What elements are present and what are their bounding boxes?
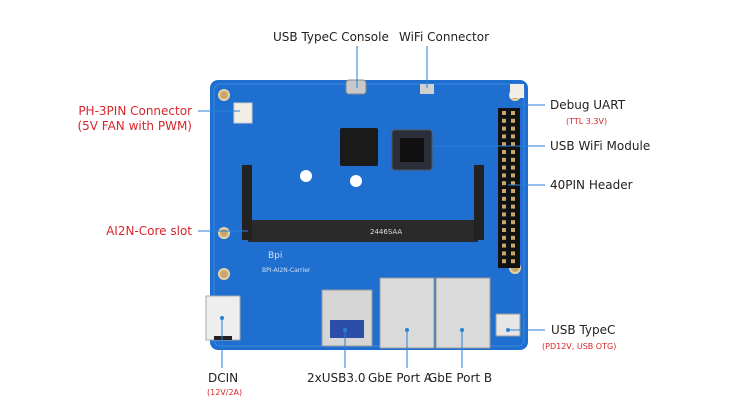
label-ph3pin-sub: (5V FAN with PWM): [77, 119, 192, 133]
header-pin: [511, 243, 515, 248]
label-dcin-sub: (12V/2A): [207, 388, 243, 397]
header-pin: [502, 259, 506, 264]
label-dcin: DCIN: [208, 371, 239, 385]
logo-silk: Bpi: [268, 251, 282, 261]
label-usb-typec-sub: (PD12V, USB OTG): [542, 342, 617, 351]
label-usb-typec-console: USB TypeC Console: [273, 30, 389, 44]
header-pin: [502, 173, 506, 178]
header-pin: [511, 228, 515, 232]
header-pin: [511, 181, 515, 186]
header-pin: [502, 235, 506, 240]
label-usb-wifi-module: USB WiFi Module: [550, 139, 651, 153]
header-pin: [502, 228, 506, 232]
header-pin: [511, 259, 515, 264]
slot-marking: 2446SAA: [370, 228, 402, 236]
header-pin: [511, 204, 515, 209]
usbc-console-port: [345, 79, 367, 95]
label-ph3pin: PH-3PIN Connector: [78, 104, 192, 118]
header-pin: [511, 118, 515, 123]
header-pin: [511, 220, 515, 225]
header-pin: [502, 243, 506, 248]
header-pin: [511, 235, 515, 240]
board-name-silk: BPI-AI2N-Carrier: [262, 267, 311, 274]
header-pin: [511, 196, 515, 201]
label-debug-uart-sub: (TTL 3.3V): [566, 117, 608, 126]
header-pin: [502, 142, 506, 147]
header-pin: [511, 165, 515, 170]
chip: [340, 128, 378, 166]
header-pin: [502, 189, 506, 193]
label-gbe-a: GbE Port A: [368, 371, 433, 385]
header-pin: [511, 212, 515, 217]
header-pin: [511, 111, 515, 115]
header-pin: [502, 157, 506, 162]
header-pin: [502, 196, 506, 201]
header-pin: [502, 118, 506, 123]
gbe-port-b: [435, 277, 491, 349]
header-pin: [502, 126, 506, 131]
label-ai2n-core-slot: AI2N-Core slot: [106, 224, 192, 238]
header-pin: [511, 150, 515, 154]
label-wifi-connector: WiFi Connector: [399, 30, 490, 44]
debug-uart-connector: [510, 84, 524, 98]
label-usb30: 2xUSB3.0: [307, 371, 366, 385]
header-pin: [502, 181, 506, 186]
header-pin: [502, 150, 506, 154]
label-40pin-header: 40PIN Header: [550, 178, 633, 192]
label-gbe-b: GbE Port B: [428, 371, 493, 385]
header-pin: [502, 220, 506, 225]
header-pin: [511, 126, 515, 131]
label-debug-uart: Debug UART: [550, 98, 626, 112]
header-pin: [511, 157, 515, 162]
header-pin: [502, 111, 506, 115]
label-usb-typec: USB TypeC: [551, 323, 616, 337]
header-pin: [511, 251, 515, 256]
header-pin: [502, 251, 506, 256]
fan-connector: [233, 102, 253, 124]
header-pin: [511, 142, 515, 147]
header-pin: [511, 134, 515, 139]
header-pin: [502, 212, 506, 217]
header-pin: [511, 189, 515, 193]
header-pin: [511, 173, 515, 178]
header-pin: [502, 204, 506, 209]
wifi-connector: [420, 84, 434, 94]
header-pin: [502, 134, 506, 139]
40pin-header: [498, 108, 520, 268]
header-pin: [502, 165, 506, 170]
leader-lines: [198, 46, 545, 368]
usbc-port: [495, 313, 521, 337]
